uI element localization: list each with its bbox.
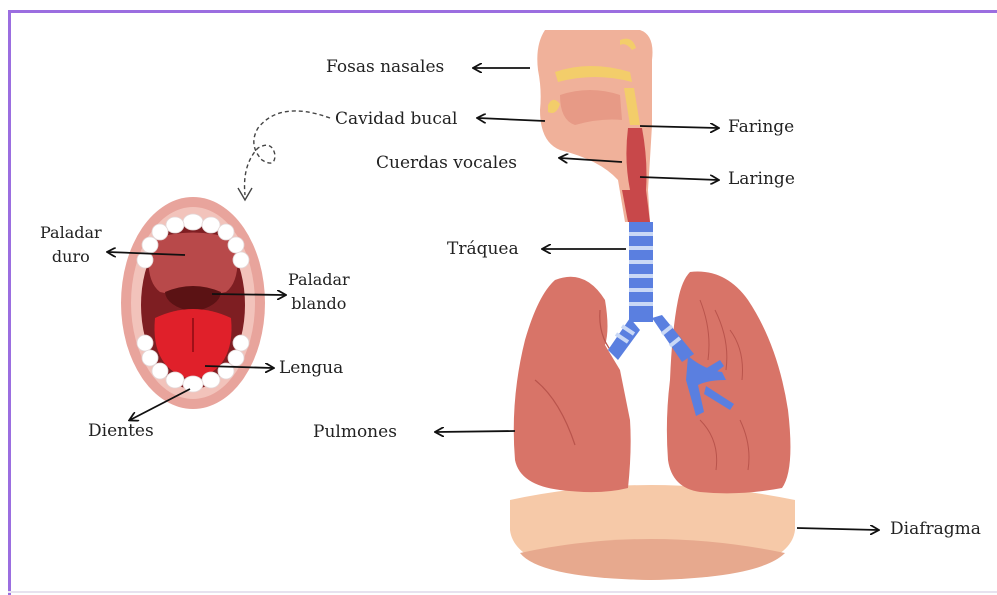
label-laringe: Laringe: [728, 169, 795, 190]
label-cavidad-bucal: Cavidad bucal: [335, 109, 457, 130]
label-paladar-duro-line1: Paladar: [40, 221, 102, 245]
label-cuerdas-vocales: Cuerdas vocales: [376, 153, 517, 174]
arrow-cavidad-bucal: [478, 118, 545, 121]
arrow-laringe: [640, 177, 718, 180]
label-paladar-blando-line1: Paladar: [288, 268, 350, 292]
label-faringe: Faringe: [728, 117, 794, 138]
label-paladar-blando-line2: blando: [288, 292, 350, 316]
arrow-paladar-blando: [212, 294, 285, 295]
label-fosas-nasales: Fosas nasales: [326, 57, 444, 78]
mouth-connector-dashed: [238, 111, 330, 200]
label-paladar-blando: Paladar blando: [288, 268, 350, 316]
label-pulmones: Pulmones: [313, 422, 397, 443]
arrow-pulmones: [436, 431, 515, 432]
label-paladar-duro-line2: duro: [40, 245, 102, 269]
right-lung-shape: [667, 272, 791, 494]
label-lengua: Lengua: [279, 358, 343, 379]
arrow-diafragma: [797, 528, 878, 530]
label-traquea: Tráquea: [447, 239, 519, 260]
label-diafragma: Diafragma: [890, 519, 981, 540]
label-dientes: Dientes: [88, 421, 154, 442]
head-section-shape: [537, 30, 652, 222]
diaphragm-shape: [510, 485, 795, 580]
left-lung-shape: [514, 277, 631, 492]
label-paladar-duro: Paladar duro: [40, 221, 102, 269]
open-mouth-shape: [121, 197, 265, 409]
